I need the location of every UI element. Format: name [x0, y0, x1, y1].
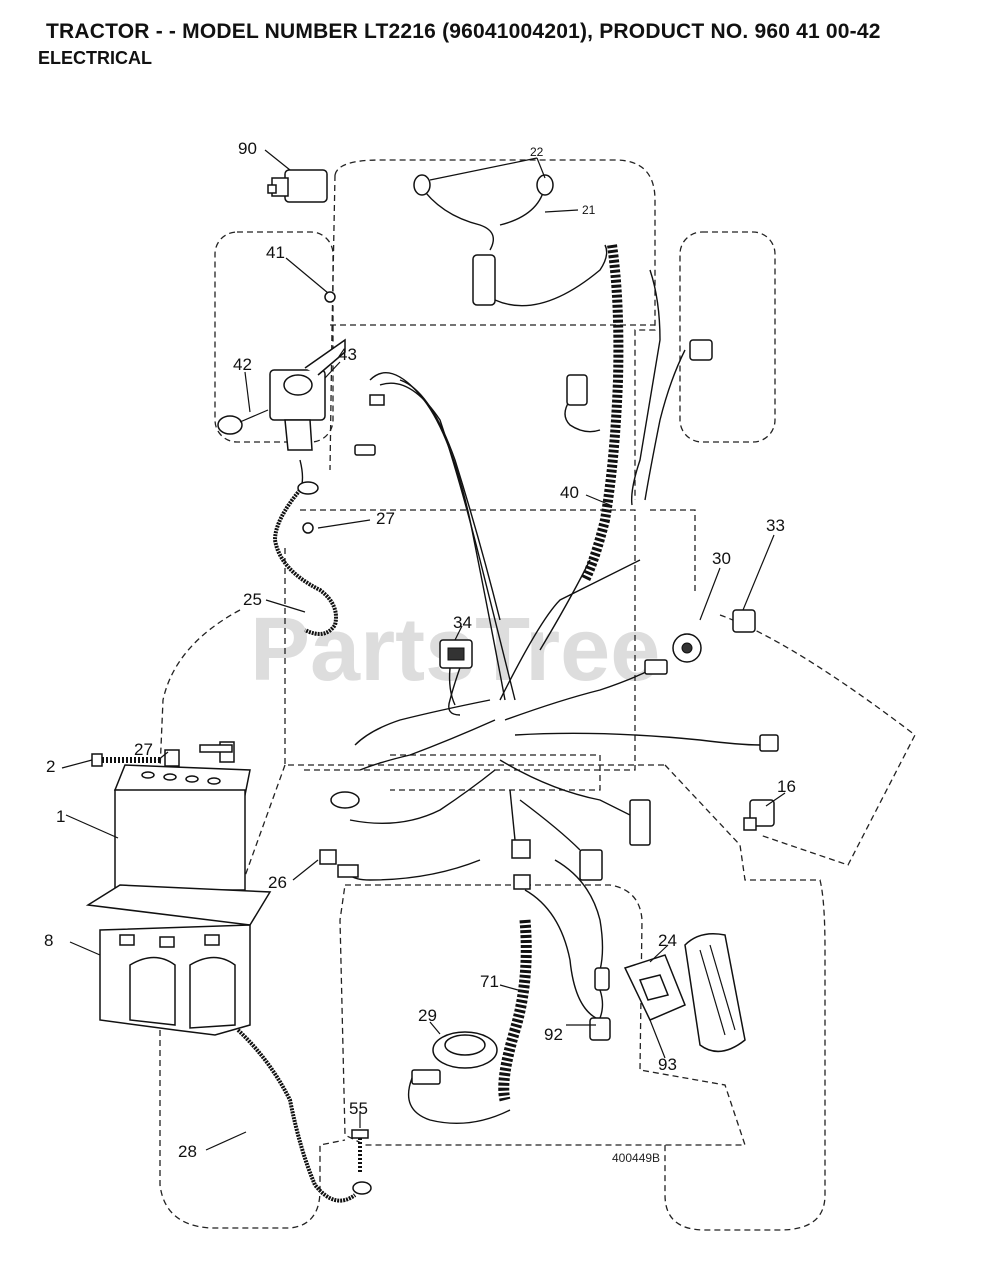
battery-tray-8 — [85, 884, 272, 1036]
diagram-title: TRACTOR - - MODEL NUMBER LT2216 (9604100… — [46, 20, 881, 43]
cable-25 — [272, 481, 338, 636]
callout-33: 33 — [766, 516, 785, 535]
callouts: 90 22 21 41 43 42 40 27 30 33 25 34 2 27… — [44, 139, 796, 1161]
callout-34: 34 — [453, 613, 472, 632]
callout-16: 16 — [777, 777, 796, 796]
callout-71: 71 — [480, 972, 499, 991]
ignition-switch-30 — [672, 633, 702, 663]
solenoid-assembly — [217, 291, 346, 491]
headlight-harness-22-21 — [413, 174, 608, 307]
callout-92: 92 — [544, 1025, 563, 1044]
screw-55 — [351, 1129, 369, 1172]
coiled-conduit-40 — [580, 244, 624, 583]
leader-lines — [61, 149, 786, 1151]
callout-30: 30 — [712, 549, 731, 568]
wiring-harness — [349, 269, 761, 1021]
callout-8: 8 — [44, 931, 53, 950]
callout-24: 24 — [658, 931, 677, 950]
upper-connectors — [354, 339, 713, 456]
callout-21: 21 — [582, 203, 596, 217]
callout-41: 41 — [266, 243, 285, 262]
battery-1 — [113, 741, 251, 891]
callout-42: 42 — [233, 355, 252, 374]
diagram-subtitle: ELECTRICAL — [38, 48, 152, 68]
part-90 — [267, 169, 328, 203]
callout-55: 55 — [349, 1099, 368, 1118]
cable-28 — [236, 1028, 372, 1203]
part-33 — [732, 609, 756, 633]
callout-40: 40 — [560, 483, 579, 502]
coiled-conduit-71 — [498, 919, 532, 1102]
switch-16 — [743, 799, 775, 831]
callout-93: 93 — [658, 1055, 677, 1074]
callout-1: 1 — [56, 807, 65, 826]
tractor-outline — [159, 159, 916, 1231]
callout-43: 43 — [338, 345, 357, 364]
callout-26: 26 — [268, 873, 287, 892]
callout-27-battery: 27 — [134, 740, 153, 759]
part-29 — [407, 1031, 511, 1124]
drawing-reference: 400449B — [612, 1151, 660, 1165]
callout-25: 25 — [243, 590, 262, 609]
callout-29: 29 — [418, 1006, 437, 1025]
lower-connectors — [319, 659, 779, 890]
part-92 — [589, 967, 611, 1041]
callout-2: 2 — [46, 757, 55, 776]
callout-90: 90 — [238, 139, 257, 158]
callout-27-top: 27 — [376, 509, 395, 528]
switch-34 — [439, 639, 473, 706]
callout-28: 28 — [178, 1142, 197, 1161]
callout-22: 22 — [530, 145, 544, 159]
part-24-93 — [623, 933, 746, 1053]
